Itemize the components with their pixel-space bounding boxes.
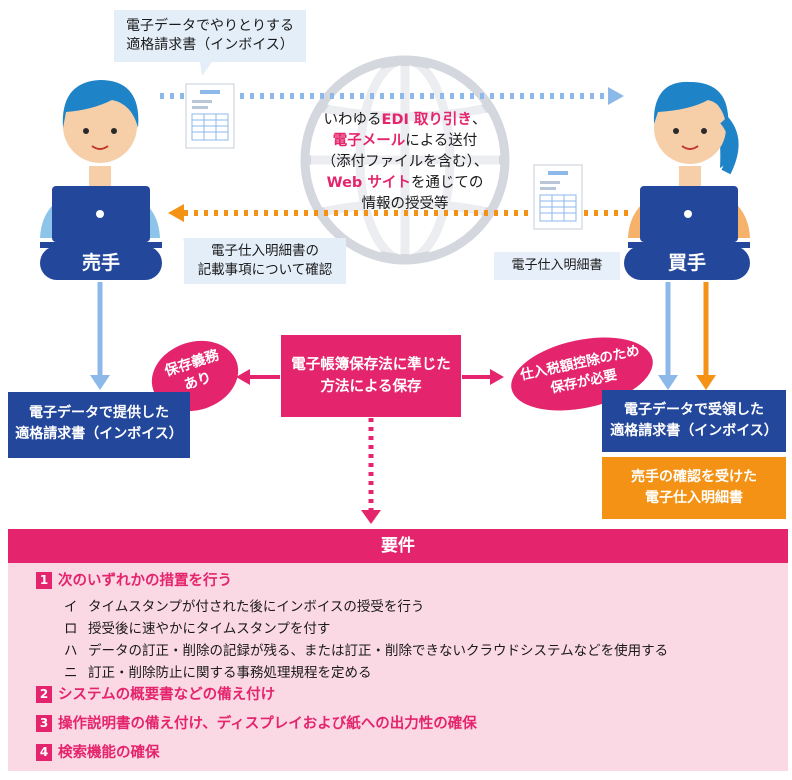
requirements-heading: 要件	[8, 529, 788, 563]
buyer-down-arrow-blue	[658, 282, 678, 390]
globe-text-email: 電子メール	[332, 133, 406, 149]
globe-text-2b: による送付	[405, 133, 478, 149]
storage-method-line1: 電子帳簿保存法に準じた	[291, 357, 451, 373]
globe-text-3: （添付ファイルを含む）、	[321, 154, 489, 170]
sub-item-ha: ハデータの訂正・削除の記録が残る、または訂正・削除できないクラウドシステムなどを…	[64, 639, 668, 659]
buyer-statement-box: 売手の確認を受けた 電子仕入明細書	[602, 457, 786, 519]
center-down-arrow	[361, 418, 381, 524]
sub-mark-ha: ハ	[64, 643, 78, 659]
center-right-arrow	[462, 369, 504, 385]
invoice-callout: 電子データでやりとりする 適格請求書（インボイス）	[114, 10, 306, 62]
invoice-callout-line2: 適格請求書（インボイス）	[126, 37, 294, 53]
send-arrow-top	[160, 87, 624, 105]
globe-text-edi: EDI 取り引き	[381, 112, 472, 128]
globe-text-4b: を通じての	[410, 175, 484, 191]
storage-method-box: 電子帳簿保存法に準じた 方法による保存	[281, 335, 461, 417]
requirement-text-1: 次のいずれかの措置を行う	[58, 573, 232, 589]
requirement-item-1: 1 次のいずれかの措置を行う	[36, 569, 232, 590]
requirement-text-4: 検索機能の確保	[58, 745, 160, 761]
storage-method-line2: 方法による保存	[320, 379, 422, 395]
sub-text-i: タイムスタンプが付された後にインボイスの授受を行う	[88, 599, 425, 615]
seller-laptop-icon	[40, 186, 162, 248]
requirement-item-2: 2 システムの概要書などの備え付け	[36, 683, 275, 704]
seller-invoice-line1: 電子データで提供した	[29, 405, 169, 421]
buyer-invoice-line1: 電子データで受領した	[624, 402, 764, 418]
requirement-number-1: 1	[36, 572, 52, 589]
requirement-number-3: 3	[36, 715, 52, 732]
buyer-down-arrow-orange	[696, 282, 716, 390]
sub-item-i: イタイムスタンプが付された後にインボイスの授受を行う	[64, 595, 424, 615]
statement-document-icon	[533, 164, 583, 230]
confirm-callout: 電子仕入明細書の 記載事項について確認	[184, 238, 346, 284]
requirements-panel: 1 次のいずれかの措置を行う イタイムスタンプが付された後にインボイスの授受を行う…	[8, 563, 788, 771]
requirement-number-4: 4	[36, 744, 52, 761]
requirement-text-3: 操作説明書の備え付け、ディスプレイおよび紙への出力性の確保	[58, 716, 477, 732]
confirm-callout-line1: 電子仕入明細書の	[211, 243, 319, 259]
invoice-document-icon	[185, 83, 235, 149]
sub-mark-ni: ニ	[64, 665, 78, 681]
sub-text-ro: 授受後に速やかにタイムスタンプを付す	[88, 621, 331, 637]
requirement-item-4: 4 検索機能の確保	[36, 741, 160, 762]
seller-invoice-box: 電子データで提供した 適格請求書（インボイス）	[8, 392, 190, 458]
confirm-callout-line2: 記載事項について確認	[197, 262, 333, 278]
sub-mark-i: イ	[64, 599, 78, 615]
globe-text-1c: 、	[471, 112, 487, 128]
seller-label: 売手	[40, 246, 162, 280]
globe-text-web: Web サイト	[326, 175, 411, 191]
sub-item-ni: ニ訂正・削除防止に関する事務処理規程を定める	[64, 661, 372, 681]
sub-item-ro: ロ授受後に速やかにタイムスタンプを付す	[64, 617, 330, 637]
sub-text-ni: 訂正・削除防止に関する事務処理規程を定める	[88, 665, 372, 681]
invoice-callout-line1: 電子データでやりとりする	[126, 18, 294, 34]
sub-mark-ro: ロ	[64, 621, 78, 637]
sub-text-ha: データの訂正・削除の記録が残る、または訂正・削除できないクラウドシステムなどを使…	[88, 643, 669, 659]
buyer-label: 買手	[624, 246, 750, 280]
statement-label: 電子仕入明細書	[494, 252, 620, 280]
buyer-invoice-box: 電子データで受領した 適格請求書（インボイス）	[602, 390, 786, 452]
buyer-statement-line2: 電子仕入明細書	[645, 490, 743, 506]
seller-down-arrow	[90, 282, 110, 390]
send-arrow-orange	[168, 204, 628, 222]
requirement-number-2: 2	[36, 686, 52, 703]
buyer-statement-line1: 売手の確認を受けた	[631, 469, 757, 485]
center-left-arrow	[236, 369, 280, 385]
seller-invoice-line2: 適格請求書（インボイス）	[15, 426, 183, 442]
globe-text-5: 情報の授受等	[361, 196, 449, 212]
globe-text-1a: いわゆる	[323, 112, 382, 128]
requirement-text-2: システムの概要書などの備え付け	[58, 687, 276, 703]
callout-tail-top	[200, 62, 212, 76]
globe-description: いわゆるEDI 取り引き、 電子メールによる送付 （添付ファイルを含む）、 We…	[300, 110, 510, 215]
requirement-item-3: 3 操作説明書の備え付け、ディスプレイおよび紙への出力性の確保	[36, 712, 477, 733]
buyer-invoice-line2: 適格請求書（インボイス）	[610, 423, 778, 439]
buyer-laptop-icon	[628, 186, 750, 248]
